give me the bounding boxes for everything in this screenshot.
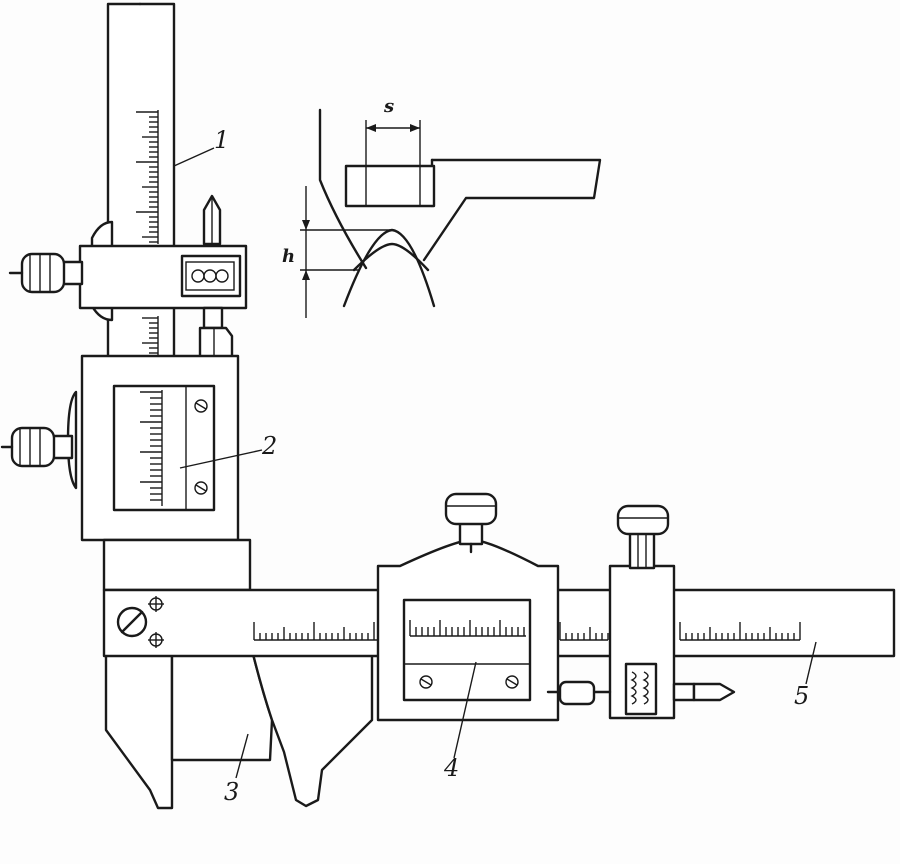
callouts [173, 147, 817, 779]
label-part-1: 1 [214, 126, 229, 154]
clamp-knob-icon [616, 504, 670, 570]
label-dim-s: s [383, 96, 394, 117]
vertical-vernier [0, 354, 240, 542]
label-dim-h: h [282, 246, 295, 267]
label-part-2: 2 [261, 432, 277, 460]
fine-adjust-block [546, 504, 736, 720]
tooth-measurement-inset [300, 108, 602, 318]
fixed-jaw [102, 538, 374, 810]
screw-head-icon [419, 675, 519, 689]
pivot-screw-icon [116, 596, 164, 648]
clamp-knob-icon [444, 492, 498, 554]
screw-head-icon [194, 399, 208, 495]
spring-icon [191, 269, 229, 283]
clamp-screw-icon [8, 252, 84, 294]
horizontal-vernier [376, 492, 560, 722]
label-part-5: 5 [794, 682, 809, 710]
label-part-4: 4 [443, 754, 459, 782]
horizontal-beam-scale [253, 622, 801, 641]
horizontal-vernier-scale [409, 620, 526, 637]
spring-icon [630, 671, 649, 705]
clamp-screw-icon [0, 426, 74, 468]
upper-clamp [8, 194, 248, 360]
vertical-beam-scale [136, 110, 159, 356]
vertical-vernier-scale [140, 390, 163, 506]
label-part-3: 3 [224, 778, 239, 806]
